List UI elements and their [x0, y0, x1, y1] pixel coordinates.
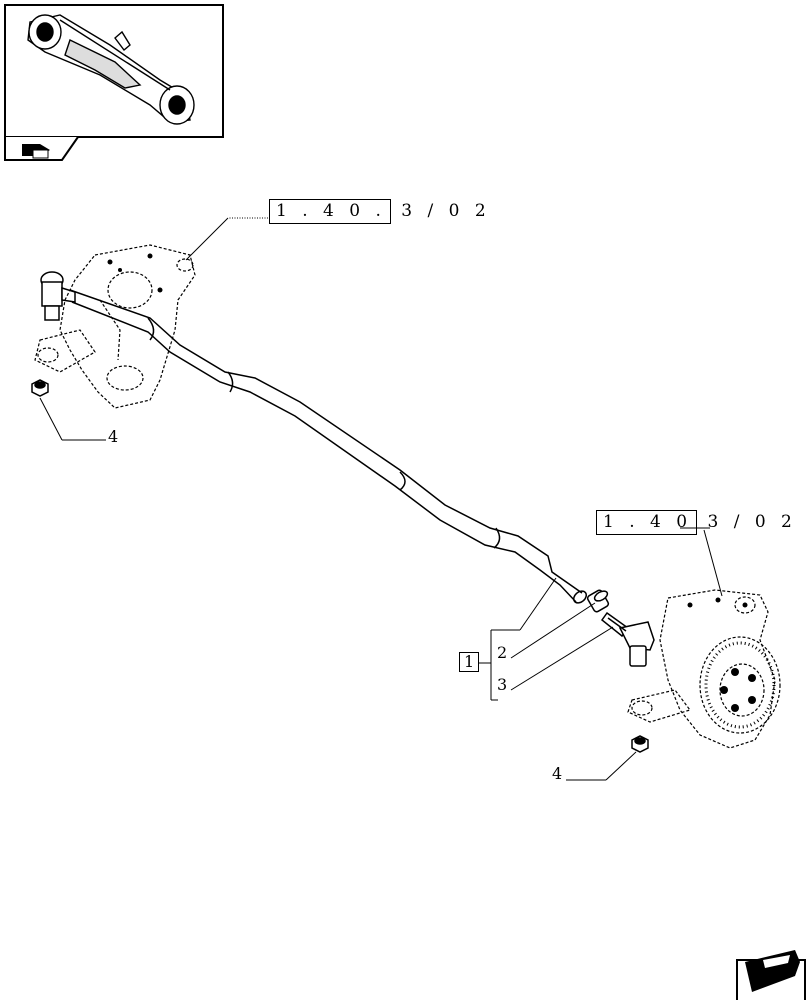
hub-teeth [704, 641, 776, 729]
left-steering-knuckle [34, 244, 196, 409]
reference-top[interactable]: 1 . 4 0 . 3 / 0 2 [269, 199, 491, 224]
callout-sleeve: 2 [497, 643, 508, 662]
reference-right[interactable]: 1 . 4 0 3 / 0 2 [596, 510, 797, 535]
leader-lines [39, 217, 723, 781]
sleeve-part [586, 589, 610, 613]
reference-top-boxed: 1 . 4 0 . [269, 199, 391, 224]
nav-prev-icon[interactable] [4, 136, 79, 161]
reference-right-boxed: 1 . 4 0 [596, 510, 698, 535]
callout-nut-left: 4 [108, 427, 119, 446]
left-knuckle-bolts [107, 253, 163, 293]
reference-right-rest: 3 / 0 2 [707, 512, 797, 532]
nut-right [631, 735, 649, 753]
ball-joint-right [600, 611, 655, 667]
right-hub-studs [687, 597, 756, 712]
ball-joint-left [40, 271, 76, 321]
callout-nut-right: 4 [552, 764, 563, 783]
tie-rod-tube [69, 289, 588, 604]
callout-assembly: 1 [459, 652, 480, 672]
reference-top-rest: 3 / 0 2 [401, 201, 491, 221]
callout-ball-joint: 3 [497, 675, 508, 694]
nut-left [31, 379, 49, 397]
axle-thumbnail[interactable] [4, 4, 224, 138]
right-steering-knuckle [627, 589, 781, 749]
nav-next-icon[interactable] [736, 950, 806, 1000]
